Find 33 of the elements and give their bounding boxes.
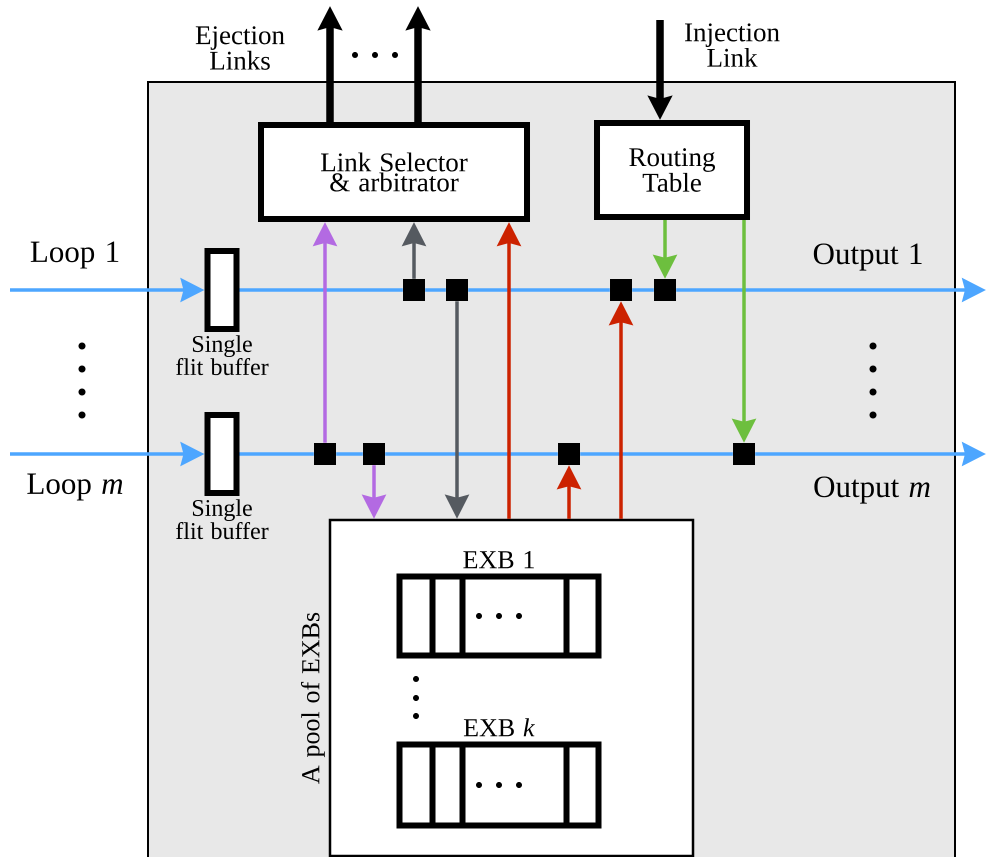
junction-square (446, 279, 468, 301)
loop-label: Loop m (27, 474, 122, 500)
link-line (385, 452, 558, 456)
buffer-caption: Single flit buffer (176, 499, 268, 540)
junction-square (733, 443, 755, 465)
junction-square (558, 443, 580, 465)
link-line (580, 452, 733, 456)
link-line (468, 288, 610, 292)
process-box: Link Selector & arbitrator (258, 122, 530, 222)
node-label: EXB k (464, 718, 535, 736)
buffer-queue: EXB k (396, 718, 602, 828)
link-line (240, 288, 403, 292)
junction-square (610, 279, 632, 301)
node-label: EXB 1 (463, 551, 534, 568)
buffer-box (204, 412, 240, 496)
buffer-caption: Single flit buffer (176, 335, 268, 376)
loop-label: Loop 1 (30, 241, 118, 269)
link-line (425, 288, 446, 292)
link-line (240, 452, 314, 456)
junction-square (314, 443, 336, 465)
junction-square (363, 443, 385, 465)
output-label: Output 1 (814, 243, 922, 271)
process-box: Routing Table (594, 120, 750, 220)
buffer-queue: EXB 1 (396, 551, 602, 658)
junction-square (403, 279, 425, 301)
node-label: A pool of EXBs (300, 612, 325, 784)
link-line (336, 452, 363, 456)
link-label: Ejection Links (196, 26, 285, 70)
junction-square (654, 279, 676, 301)
output-label: Output m (814, 476, 930, 504)
link-label: Injection Link (685, 23, 780, 67)
link-line (632, 288, 654, 292)
buffer-box (204, 248, 240, 332)
